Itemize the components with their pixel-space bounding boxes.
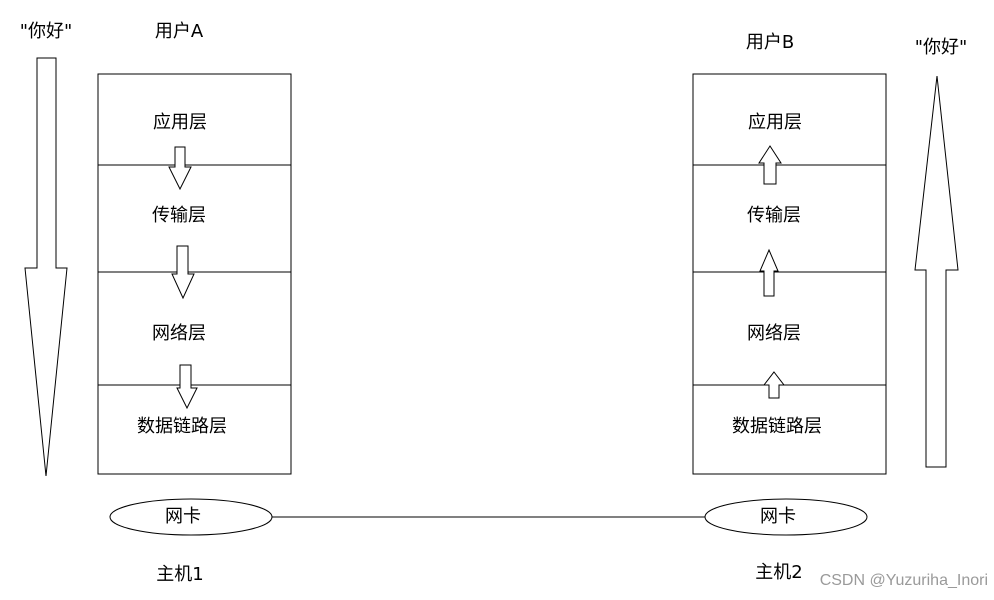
host1-host-label: 主机1 xyxy=(156,564,204,585)
host1-layer-transport: 传输层 xyxy=(152,205,206,226)
host2-nic-ellipse xyxy=(704,498,868,536)
watermark: CSDN @Yuzuriha_Inori xyxy=(819,572,988,589)
host1-nic-label: 网卡 xyxy=(165,506,201,527)
host2-stack-box xyxy=(692,73,887,475)
host2-layer-datalink: 数据链路层 xyxy=(732,416,822,437)
host1-layer-network: 网络层 xyxy=(152,323,206,344)
layer-up-arrow xyxy=(758,145,782,185)
layer-up-arrow xyxy=(762,371,786,399)
host1-layer-application: 应用层 xyxy=(153,112,207,133)
host2-layer-application: 应用层 xyxy=(748,112,802,133)
host1-message: "你好" xyxy=(19,21,73,42)
host1-layer-datalink: 数据链路层 xyxy=(137,416,227,437)
layer-down-arrow xyxy=(176,364,198,410)
host2-host-label: 主机2 xyxy=(755,562,803,583)
host2-layer-network: 网络层 xyxy=(747,323,801,344)
layer-down-arrow xyxy=(168,146,192,191)
host1-nic-ellipse xyxy=(109,498,273,536)
host1-stack-box xyxy=(97,73,292,475)
host2-message: "你好" xyxy=(914,37,968,58)
send-down-arrow xyxy=(24,57,68,477)
layer-down-arrow xyxy=(171,245,195,300)
host1-user-label: 用户A xyxy=(154,21,204,42)
host2-layer-transport: 传输层 xyxy=(747,205,801,226)
host2-nic-label: 网卡 xyxy=(760,506,796,527)
receive-up-arrow xyxy=(914,75,959,468)
host2-user-label: 用户B xyxy=(745,32,795,53)
layer-up-arrow xyxy=(759,248,779,297)
